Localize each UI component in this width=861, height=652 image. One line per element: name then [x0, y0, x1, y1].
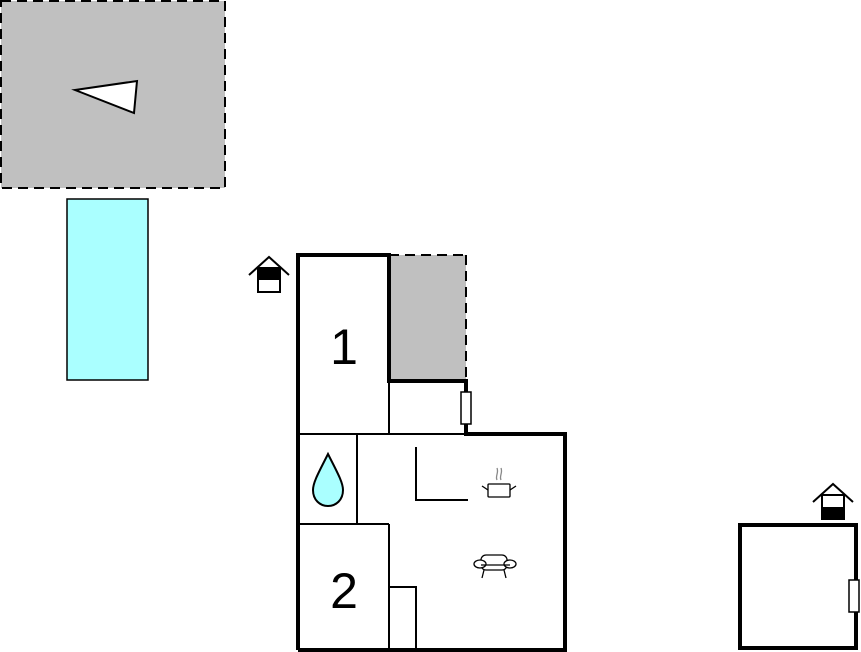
- door-icon: [460, 391, 472, 425]
- room-1-label: 1: [330, 319, 358, 375]
- armchair-living-icon: [473, 554, 517, 579]
- north-arrow-icon: [71, 79, 139, 115]
- room-2-label: 2: [330, 563, 358, 619]
- annex-building: [738, 523, 860, 650]
- annex-door-icon: [848, 579, 860, 613]
- pool: [66, 198, 149, 381]
- annex-entrance-icon: [812, 482, 854, 520]
- house-entrance-icon: [248, 255, 290, 293]
- terrace-beside-room-1: [389, 254, 467, 381]
- main-house-walls: [296, 253, 567, 652]
- interior-walls: [298, 381, 468, 650]
- cooking-pot-kitchen-icon: [481, 467, 517, 498]
- water-drop-bathroom-icon: [311, 451, 345, 508]
